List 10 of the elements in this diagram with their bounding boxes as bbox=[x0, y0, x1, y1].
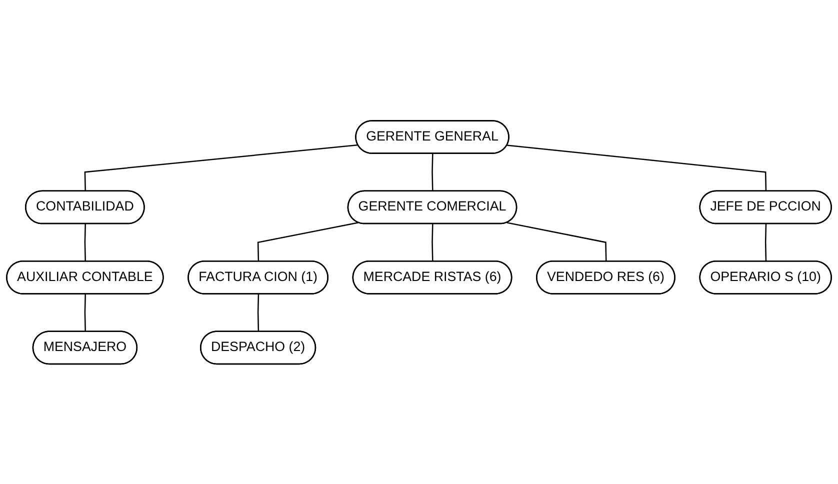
connector bbox=[84, 144, 358, 192]
connector bbox=[432, 153, 434, 192]
connector bbox=[257, 294, 260, 332]
connector bbox=[764, 224, 767, 262]
connector bbox=[257, 222, 358, 262]
connector bbox=[432, 224, 434, 262]
connector bbox=[84, 294, 86, 332]
connector bbox=[507, 144, 767, 192]
connector bbox=[84, 224, 86, 262]
connector bbox=[506, 222, 607, 262]
